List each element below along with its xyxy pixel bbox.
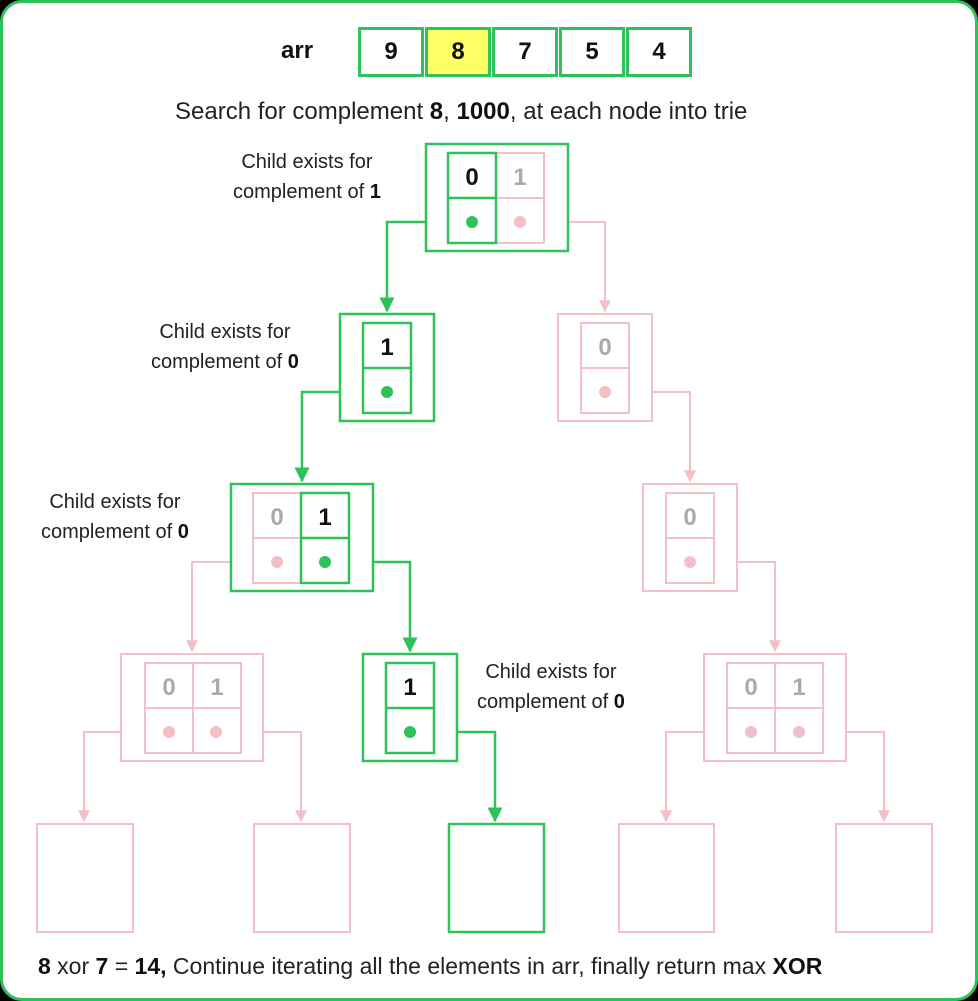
bit-label: 1 xyxy=(318,504,331,531)
trie-node-inactive: 0 1 xyxy=(120,653,264,762)
bit-label: 1 xyxy=(792,674,805,701)
trie-leaf-inactive xyxy=(618,823,715,933)
node-note: Child exists for complement of 1 xyxy=(233,151,381,203)
trie-node-inactive: 0 xyxy=(642,483,738,592)
trie-leaf-inactive xyxy=(36,823,134,933)
array-cell: 5 xyxy=(559,27,625,77)
bit-label: 1 xyxy=(210,674,223,701)
array-cell: 7 xyxy=(492,27,558,77)
trie-diagram: 0 1 1 0 0 1 xyxy=(36,142,933,934)
trie-node-inactive: 0 xyxy=(557,313,653,422)
search-caption: Search for complement 8, 1000, at each n… xyxy=(175,98,748,125)
result-caption: 8 xor 7 = 14, Continue iterating all the… xyxy=(38,953,823,979)
trie-node-inactive: 0 1 xyxy=(703,653,847,762)
bit-label: 1 xyxy=(380,334,393,361)
trie-node-root: 0 1 xyxy=(424,142,570,253)
bit-label: 0 xyxy=(598,334,611,361)
trie-node-active: 1 xyxy=(361,652,459,763)
bit-label: 1 xyxy=(403,674,416,701)
array-cell: 9 xyxy=(358,27,424,77)
node-note: Child exists for complement of 0 xyxy=(41,491,189,543)
bit-label: 0 xyxy=(465,164,478,191)
trie-leaf-active xyxy=(447,822,546,934)
trie-node-active: 0 1 xyxy=(229,482,375,593)
bit-label: 0 xyxy=(683,504,696,531)
trie-node-active: 1 xyxy=(338,312,436,423)
node-note: Child exists for complement of 0 xyxy=(477,661,625,713)
trie-leaf-inactive xyxy=(253,823,351,933)
bit-label: 0 xyxy=(744,674,757,701)
trie-leaf-inactive xyxy=(835,823,933,933)
bit-label: 0 xyxy=(270,504,283,531)
array-label: arr xyxy=(281,37,314,64)
node-note: Child exists for complement of 0 xyxy=(151,321,299,373)
array-cell-highlighted: 8 xyxy=(425,27,491,77)
bit-label: 1 xyxy=(513,164,526,191)
array-cell: 4 xyxy=(626,27,692,77)
bit-label: 0 xyxy=(162,674,175,701)
